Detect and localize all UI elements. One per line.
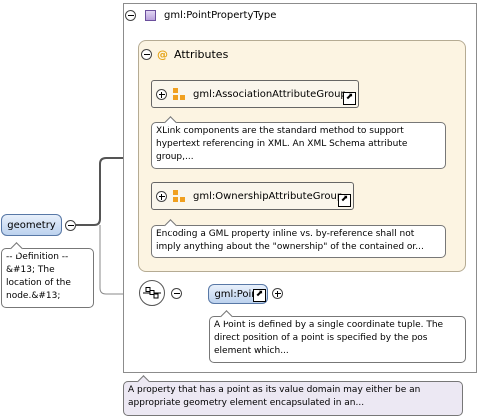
reference-arrow-icon[interactable]: ⬈ [253,289,266,302]
at-sign-icon: @ [157,47,168,61]
root-element-documentation: -- Definition --&#13; The location of th… [1,248,94,308]
doc-text: -- Definition --&#13; The location of th… [6,252,71,301]
complex-type-documentation: A property that has a point as its value… [123,381,463,416]
reference-arrow-icon[interactable]: ⬈ [338,194,351,207]
group-name: gml:OwnershipAttributeGroup [193,190,344,202]
group-name: gml:AssociationAttributeGroup [193,88,347,100]
expand-toggle-icon[interactable] [156,190,167,202]
attributes-title: Attributes [174,47,229,61]
complex-type-name: gml:PointPropertyType [164,9,277,21]
reference-arrow-icon[interactable]: ⬈ [343,92,356,105]
doc-text: Encoding a GML property inline vs. by-re… [156,229,424,252]
collapse-toggle-icon[interactable] [171,288,182,299]
expand-toggle-icon[interactable] [156,88,167,100]
attribute-group-icon [173,88,185,100]
doc-text: XLink components are the standard method… [156,126,408,162]
complex-type-header: gml:PointPropertyType [125,6,425,24]
expand-toggle-icon[interactable] [272,288,283,299]
root-element-node[interactable]: geometry [1,214,62,236]
attributes-header: @ Attributes [141,46,228,62]
collapse-toggle-icon[interactable] [125,9,136,21]
sequence-compositor-icon[interactable] [139,280,165,306]
attribute-group-icon [173,190,185,202]
sequence-glyph [143,287,161,299]
child-element-documentation: A Point is defined by a single coordinat… [209,316,466,363]
doc-text: A property that has a point as its value… [128,385,421,408]
root-element-name: geometry [7,219,56,231]
attribute-group-ownership[interactable]: gml:OwnershipAttributeGroup ⬈ [151,182,357,213]
complex-type-icon [145,9,156,21]
group-documentation: XLink components are the standard method… [151,122,446,169]
child-element-name: gml:Point [214,288,262,300]
attribute-group-association[interactable]: gml:AssociationAttributeGroup ⬈ [151,80,362,111]
doc-text: A Point is defined by a single coordinat… [214,320,444,356]
child-element-node[interactable]: gml:Point ⬈ [208,284,268,304]
group-documentation: Encoding a GML property inline vs. by-re… [151,225,446,258]
collapse-toggle-icon[interactable] [65,220,76,231]
collapse-toggle-icon[interactable] [141,48,152,60]
